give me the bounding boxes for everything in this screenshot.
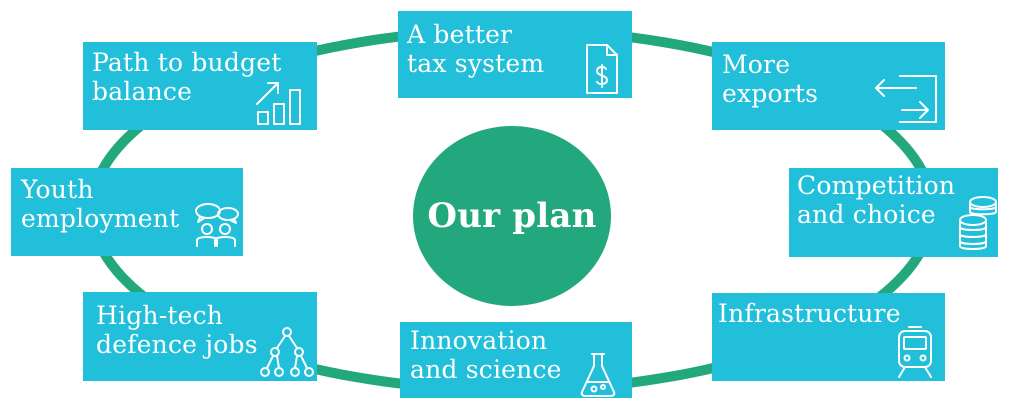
people-chat-icon [192,202,240,248]
network-tree-icon [259,326,315,378]
box-more-exports: More exports [712,42,945,130]
box-label: Competition and choice [797,171,956,229]
box-label: Infrastructure [718,299,901,328]
box-infrastructure: Infrastructure [712,293,945,381]
exchange-arrows-icon [872,72,940,126]
center-label: Our plan [427,196,597,236]
growth-chart-icon [255,78,307,126]
box-label: More exports [722,50,819,108]
coin-stack-icon [957,194,999,252]
box-competition-and-choice: Competition and choice [789,168,998,257]
box-better-tax-system: A better tax system [398,11,632,98]
box-label: A better tax system [407,20,545,78]
flask-icon [578,350,618,398]
box-high-tech-defence-jobs: High-tech defence jobs [83,292,317,381]
box-label: Path to budget balance [92,48,282,106]
box-label: High-tech defence jobs [96,301,258,359]
box-youth-employment: Youth employment [11,168,243,256]
box-innovation-and-science: Innovation and science [400,322,632,398]
box-label: Youth employment [21,175,180,233]
tax-document-icon [585,43,619,95]
train-icon [895,325,935,379]
box-path-to-budget-balance: Path to budget balance [83,42,317,130]
our-plan-circle: Our plan [413,126,611,306]
box-label: Innovation and science [410,326,562,384]
